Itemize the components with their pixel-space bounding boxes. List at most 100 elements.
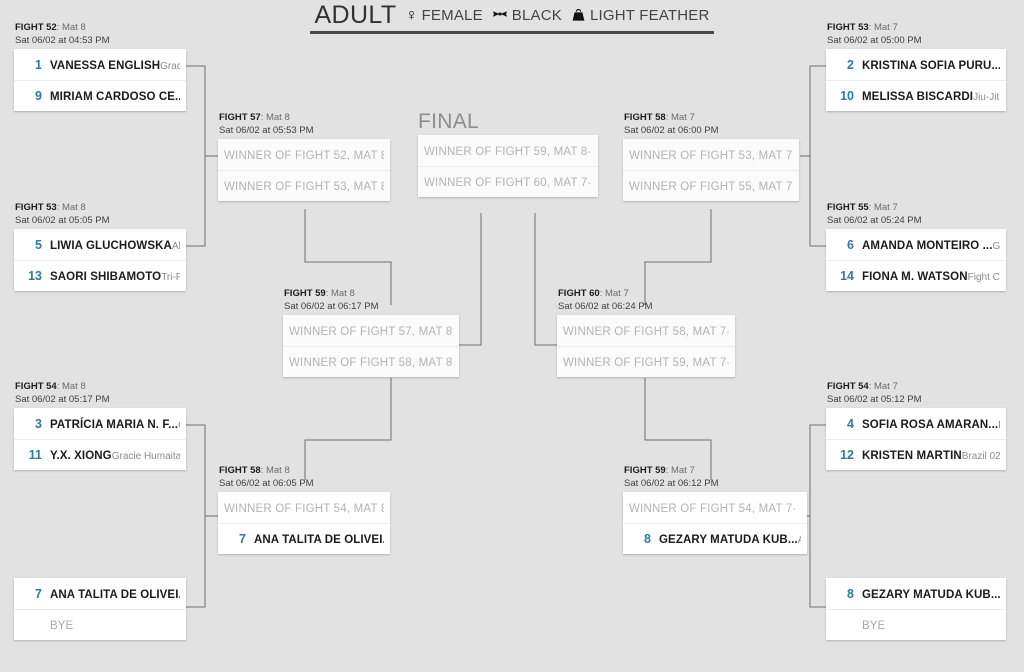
belt-label: BLACK — [511, 7, 562, 24]
pending-slot[interactable]: WINNER OF FIGHT 58, MAT 8- — [283, 346, 459, 377]
competitor-name: KRISTEN MARTIN — [862, 450, 962, 462]
fight-card[interactable]: WINNER OF FIGHT 54, MAT 8- 7 ANA TALITA … — [218, 492, 390, 554]
fight-mat: Mat 8 — [330, 288, 355, 299]
pending-label: WINNER OF FIGHT 59, MAT 7 — [563, 357, 727, 369]
competitor-slot[interactable]: 11 Y.X. XIONGGracie Humaita — [14, 439, 186, 470]
fight-block-60-mat7[interactable]: FIGHT 60: Mat 7 Sat 06/02 at 06:24 PM WI… — [557, 288, 735, 377]
competitor-slot[interactable]: 8 GEZARY MATUDA KUB...American Top Team … — [623, 523, 807, 554]
fight-card[interactable]: 7 ANA TALITA DE OLIVEI...Alliance BYE — [14, 578, 186, 640]
fight-card[interactable]: 8 GEZARY MATUDA KUB...American Top Team … — [826, 578, 1006, 640]
competitor-slot[interactable]: 7 ANA TALITA DE OLIVEI...Alliance — [14, 578, 186, 609]
fight-block-57-mat8[interactable]: FIGHT 57: Mat 8 Sat 06/02 at 05:53 PM WI… — [218, 112, 390, 201]
fight-card[interactable]: 5 LIWIA GLUCHOWSKAAbsolute MMA Australia… — [14, 229, 186, 291]
pending-label: WINNER OF FIGHT 57, MAT 8 — [289, 325, 453, 338]
fight-card[interactable]: WINNER OF FIGHT 57, MAT 8- WINNER OF FIG… — [283, 315, 459, 377]
fight-block-54-mat8[interactable]: FIGHT 54: Mat 8 Sat 06/02 at 05:17 PM 3 … — [14, 381, 186, 470]
pending-slot[interactable]: WINNER OF FIGHT 53, MAT 7- — [623, 139, 799, 170]
division-header: ADULT ♀ FEMALE BLACK LIGHT FE — [310, 0, 714, 34]
header-chip-gender: ♀ FEMALE — [406, 7, 483, 24]
fight-time: Sat 06/02 at 04:53 PM — [15, 34, 110, 46]
seed-number: 9 — [35, 89, 42, 103]
competitor-name: KRISTINA SOFIA PURU... — [862, 59, 1000, 72]
pending-slot[interactable]: WINNER OF FIGHT 53, MAT 8- — [218, 170, 390, 201]
competitor-slot[interactable]: 2 KRISTINA SOFIA PURU...Brasa CTA — [826, 49, 1006, 80]
pending-team: - — [726, 358, 729, 369]
fight-mat: Mat 7 — [670, 112, 695, 123]
weight-label: LIGHT FEATHER — [589, 7, 710, 24]
fight-card[interactable]: 3 PATRÍCIA MARIA N. F...CheckMat 11 Y.X.… — [14, 408, 186, 470]
gender-label: FEMALE — [421, 7, 483, 24]
fight-block-52-mat8[interactable]: FIGHT 52: Mat 8 Sat 06/02 at 04:53 PM 1 … — [14, 22, 186, 111]
pending-slot[interactable]: WINNER OF FIGHT 60, MAT 7- — [418, 166, 598, 197]
fight-time: Sat 06/02 at 05:24 PM — [827, 214, 922, 226]
fight-number: FIGHT 54 — [827, 381, 869, 392]
seed-number: 4 — [847, 416, 854, 431]
competitor-slot[interactable]: 6 AMANDA MONTEIRO ...GF Team — [826, 229, 1006, 260]
fight-block-59-mat8[interactable]: FIGHT 59: Mat 8 Sat 06/02 at 06:17 PM WI… — [283, 288, 459, 377]
fight-card[interactable]: WINNER OF FIGHT 59, MAT 8- WINNER OF FIG… — [418, 135, 598, 197]
competitor-slot[interactable]: 9 MIRIAM CARDOSO CE...Elite Brazilian Ji… — [14, 80, 186, 111]
competitor-slot[interactable]: 13 SAORI SHIBAMOTOTri-Force Jiu-Jitsu Ac… — [14, 260, 186, 291]
fight-block-53-mat7[interactable]: FIGHT 53: Mat 7 Sat 06/02 at 05:00 PM 2 … — [826, 22, 1006, 111]
fight-block-55-mat7[interactable]: FIGHT 55: Mat 7 Sat 06/02 at 05:24 PM 6 … — [826, 202, 1006, 291]
competitor-slot[interactable]: 8 GEZARY MATUDA KUB...American Top Team … — [826, 578, 1006, 609]
belt-icon — [492, 8, 508, 23]
competitor-name: PATRÍCIA MARIA N. F... — [50, 418, 179, 431]
pending-label: WINNER OF FIGHT 58, MAT 8 — [289, 357, 453, 369]
pending-slot[interactable]: WINNER OF FIGHT 52, MAT 8- — [218, 139, 390, 170]
pending-team: - — [792, 182, 793, 193]
fight-card[interactable]: WINNER OF FIGHT 52, MAT 8- WINNER OF FIG… — [218, 139, 390, 201]
fight-block-final[interactable]: WINNER OF FIGHT 59, MAT 8- WINNER OF FIG… — [418, 133, 598, 197]
fight-block-bye-right[interactable]: 8 GEZARY MATUDA KUB...American Top Team … — [826, 576, 1006, 640]
competitor-slot[interactable]: 3 PATRÍCIA MARIA N. F...CheckMat — [14, 408, 186, 439]
pending-slot[interactable]: WINNER OF FIGHT 59, MAT 7- — [557, 346, 735, 377]
fight-card[interactable]: 6 AMANDA MONTEIRO ...GF Team 14 FIONA M.… — [826, 229, 1006, 291]
competitor-slot[interactable]: 10 MELISSA BISCARDIJiu-Jitsu For Life Te… — [826, 80, 1006, 111]
seed-number: 1 — [35, 57, 42, 72]
fight-block-59-mat7[interactable]: FIGHT 59: Mat 7 Sat 06/02 at 06:12 PM WI… — [623, 465, 807, 554]
competitor-slot[interactable]: 4 SOFIA ROSA AMARAN...Fight Sports — [826, 408, 1006, 439]
competitor-team: CheckMat — [178, 420, 180, 431]
competitor-name: BYE — [862, 620, 886, 632]
fight-meta: FIGHT 52: Mat 8 Sat 06/02 at 04:53 PM — [14, 22, 186, 47]
pending-slot[interactable]: WINNER OF FIGHT 55, MAT 7- — [623, 170, 799, 201]
competitor-slot[interactable]: 5 LIWIA GLUCHOWSKAAbsolute MMA Australia — [14, 229, 186, 260]
seed-number: 6 — [847, 237, 854, 252]
final-label: FINAL — [418, 110, 480, 133]
fight-card[interactable]: 1 VANESSA ENGLISHGracie Barra 9 MIRIAM C… — [14, 49, 186, 111]
fight-block-58-mat8[interactable]: FIGHT 58: Mat 8 Sat 06/02 at 06:05 PM WI… — [218, 465, 390, 554]
pending-slot[interactable]: WINNER OF FIGHT 57, MAT 8- — [283, 315, 459, 346]
fight-block-58-mat7[interactable]: FIGHT 58: Mat 7 Sat 06/02 at 06:00 PM WI… — [623, 112, 799, 201]
pending-slot[interactable]: WINNER OF FIGHT 54, MAT 7- — [623, 492, 807, 523]
pending-slot[interactable]: WINNER OF FIGHT 54, MAT 8- — [218, 492, 390, 523]
fight-block-53-mat8[interactable]: FIGHT 53: Mat 8 Sat 06/02 at 05:05 PM 5 … — [14, 202, 186, 291]
competitor-slot[interactable]: 1 VANESSA ENGLISHGracie Barra — [14, 49, 186, 80]
pending-slot[interactable]: WINNER OF FIGHT 58, MAT 7- — [557, 315, 735, 346]
pending-slot[interactable]: WINNER OF FIGHT 59, MAT 8- — [418, 135, 598, 166]
weight-icon — [571, 9, 586, 22]
fight-number: FIGHT 54 — [15, 381, 57, 392]
fight-card[interactable]: 4 SOFIA ROSA AMARAN...Fight Sports 12 KR… — [826, 408, 1006, 470]
seed-number: 13 — [28, 269, 42, 283]
fight-card[interactable]: WINNER OF FIGHT 53, MAT 7- WINNER OF FIG… — [623, 139, 799, 201]
fight-number: FIGHT 59 — [284, 288, 326, 299]
fight-mat: Mat 8 — [265, 465, 290, 476]
seed-number: 8 — [644, 532, 651, 546]
fight-block-bye-left[interactable]: 7 ANA TALITA DE OLIVEI...Alliance BYE — [14, 576, 186, 640]
competitor-slot[interactable]: 12 KRISTEN MARTINBrazil 021 School of Ji… — [826, 439, 1006, 470]
competitor-slot[interactable]: 7 ANA TALITA DE OLIVEI...Alliance — [218, 523, 390, 554]
fight-mat: Mat 8 — [265, 112, 290, 123]
fight-mat: Mat 7 — [670, 465, 695, 476]
fight-card[interactable]: WINNER OF FIGHT 54, MAT 7- 8 GEZARY MATU… — [623, 492, 807, 554]
fight-meta: FIGHT 55: Mat 7 Sat 06/02 at 05:24 PM — [826, 202, 1006, 227]
fight-card[interactable]: 2 KRISTINA SOFIA PURU...Brasa CTA 10 MEL… — [826, 49, 1006, 111]
fight-time: Sat 06/02 at 06:05 PM — [219, 477, 314, 489]
fight-time: Sat 06/02 at 06:00 PM — [624, 124, 719, 136]
fight-block-54-mat7[interactable]: FIGHT 54: Mat 7 Sat 06/02 at 05:12 PM 4 … — [826, 381, 1006, 470]
fight-time: Sat 06/02 at 05:17 PM — [15, 393, 110, 405]
pending-label: WINNER OF FIGHT 52, MAT 8 — [224, 149, 384, 162]
competitor-slot[interactable]: 14 FIONA M. WATSONFight Club — [826, 260, 1006, 291]
female-icon: ♀ — [405, 6, 418, 24]
fight-card[interactable]: WINNER OF FIGHT 58, MAT 7- WINNER OF FIG… — [557, 315, 735, 377]
